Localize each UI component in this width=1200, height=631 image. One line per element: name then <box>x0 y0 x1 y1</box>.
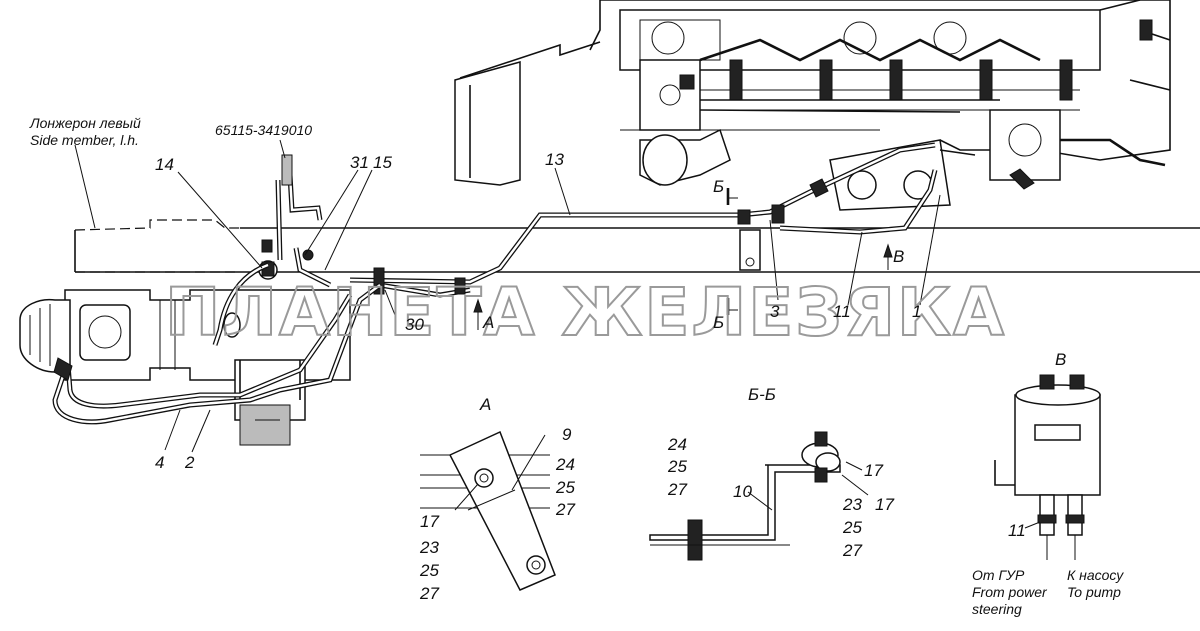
view-bb-25: 25 <box>667 457 687 476</box>
view-v-11: 11 <box>1008 521 1026 540</box>
view-a-17: 17 <box>420 512 439 531</box>
callout-1: 1 <box>912 302 921 321</box>
callout-14: 14 <box>155 155 174 174</box>
pipes-2-4 <box>52 283 382 425</box>
view-bb-23: 23 <box>842 495 862 514</box>
callout-31: 31 <box>350 153 369 172</box>
callout-3: 3 <box>770 302 780 321</box>
engine-block <box>454 0 1171 211</box>
label-member-ru: Лонжерон левый <box>29 115 141 131</box>
view-v-to-en: To pump <box>1067 584 1121 600</box>
view-v-to-ru: К насосу <box>1067 567 1124 583</box>
view-bb <box>649 431 869 561</box>
view-v-from-en-2: steering <box>972 601 1022 617</box>
label-part-code: 65115-3419010 <box>215 122 312 138</box>
leader-lines <box>74 139 941 453</box>
callout-labels: Лонжерон левый Side member, l.h. 65115-3… <box>29 115 1124 617</box>
view-bb-27-r: 27 <box>842 541 862 560</box>
view-a-23: 23 <box>419 538 439 557</box>
view-a-9: 9 <box>562 425 572 444</box>
view-a-25: 25 <box>555 478 575 497</box>
bracket-65115 <box>212 154 332 346</box>
view-bb-17-a: 17 <box>864 461 883 480</box>
view-v-from-ru: От ГУР <box>972 567 1025 583</box>
view-a-title: А <box>479 395 491 414</box>
view-bb-17-b: 17 <box>875 495 894 514</box>
view-bb-25-r: 25 <box>842 518 862 537</box>
arrow-v: В <box>893 247 904 266</box>
arrow-b-bottom: Б <box>713 313 724 332</box>
callout-2: 2 <box>184 453 195 472</box>
label-member-en: Side member, l.h. <box>30 132 139 148</box>
view-v <box>994 374 1101 560</box>
view-a-25-left: 25 <box>419 561 439 580</box>
arrow-a: А <box>482 313 494 332</box>
view-a-27-right: 27 <box>555 500 575 519</box>
watermark: ПЛАНЕТА ЖЕЛЕЗЯКА <box>165 274 1006 351</box>
view-bb-27: 27 <box>667 480 687 499</box>
view-v-title: В <box>1055 350 1066 369</box>
view-a <box>420 430 556 591</box>
callout-30: 30 <box>405 315 424 334</box>
view-bb-title: Б-Б <box>748 385 776 404</box>
callout-4: 4 <box>155 453 164 472</box>
hydraulic-line-13 <box>349 142 938 298</box>
view-a-27-left: 27 <box>419 584 439 603</box>
view-a-24: 24 <box>555 455 575 474</box>
view-v-from-en-1: From power <box>972 584 1048 600</box>
view-bb-10: 10 <box>733 482 752 501</box>
view-bb-24: 24 <box>667 435 687 454</box>
arrow-b-top: Б <box>713 177 724 196</box>
callout-15: 15 <box>373 153 392 172</box>
callout-13: 13 <box>545 150 564 169</box>
callout-11: 11 <box>833 302 851 321</box>
side-member <box>74 219 1200 273</box>
